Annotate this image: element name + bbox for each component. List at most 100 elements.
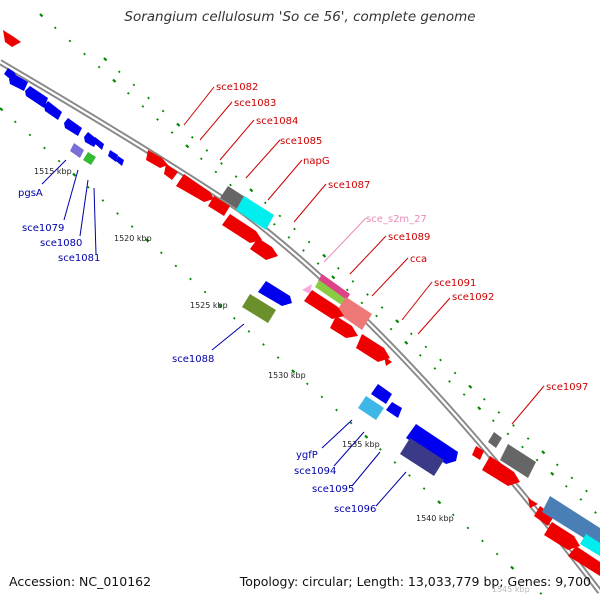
tick-dot	[336, 266, 340, 270]
tick-dot	[453, 371, 457, 375]
gene-ygfP-box[interactable]	[358, 396, 384, 420]
label-sce1081[interactable]: sce1081	[58, 253, 100, 264]
label-pgsA[interactable]: pgsA	[18, 188, 43, 199]
label-sce1083[interactable]: sce1083	[234, 98, 276, 109]
label-sce1079[interactable]: sce1079	[22, 223, 64, 234]
tick-dot	[156, 118, 159, 121]
forward-gene-arrow[interactable]	[544, 522, 580, 550]
tick-dot	[360, 301, 364, 305]
forward-strand-features	[3, 30, 600, 576]
reverse-gene-arrow[interactable]	[108, 150, 118, 162]
tick-dot	[380, 306, 384, 309]
tick-dot	[389, 327, 393, 331]
gene-cca-box[interactable]	[336, 297, 372, 330]
reverse-gene-arrow[interactable]	[116, 156, 124, 166]
kbp-tick-labels: 1515 kbp 1520 kbp 1525 kbp 1530 kbp 1535…	[34, 167, 530, 594]
gene-sce_s2m_27-marker[interactable]	[302, 284, 312, 294]
tick-dot	[521, 445, 524, 449]
forward-gene-arrow[interactable]	[568, 546, 600, 576]
tick-dot	[375, 314, 378, 318]
tick-dot	[422, 487, 426, 490]
label-sce1096[interactable]: sce1096	[334, 504, 376, 515]
tick-dot	[147, 96, 150, 100]
label-sce1097[interactable]: sce1097	[546, 382, 588, 393]
forward-gene-arrow[interactable]	[3, 30, 21, 47]
reverse-gene-arrow[interactable]	[258, 281, 292, 306]
gene-sce1082-arrow[interactable]	[146, 150, 168, 168]
gene-sce1097-box[interactable]	[488, 432, 502, 448]
gene-sce1084-arrow[interactable]	[176, 174, 214, 202]
forward-gene-arrow[interactable]	[330, 316, 358, 338]
gene-sce1087-arrow[interactable]	[222, 214, 262, 243]
tick-dot	[349, 421, 353, 425]
tick-dot	[43, 146, 46, 150]
reverse-gene-arrow[interactable]	[25, 86, 48, 108]
label-sce1084[interactable]: sce1084	[256, 116, 298, 127]
tick-label-1515: 1515 kbp	[34, 167, 72, 176]
label-sce1088[interactable]: sce1088	[172, 354, 214, 365]
tick-dot	[378, 447, 382, 451]
gene-sce1083-arrow[interactable]	[164, 164, 178, 180]
gene-pgsA-box[interactable]	[70, 143, 84, 158]
forward-gene-arrow[interactable]	[534, 506, 554, 526]
tick-dot	[307, 240, 311, 244]
label-sce1094[interactable]: sce1094	[294, 466, 336, 477]
tick-dot	[185, 144, 190, 149]
forward-gene-box[interactable]	[580, 534, 600, 556]
reverse-gene-arrow[interactable]	[386, 402, 402, 418]
reverse-gene-arrow[interactable]	[406, 424, 458, 464]
label-sce1091[interactable]: sce1091	[434, 278, 476, 289]
forward-gene-arrow[interactable]	[250, 238, 278, 260]
tick-dot	[468, 384, 473, 389]
reverse-gene-arrow[interactable]	[64, 118, 82, 136]
tick-dot	[409, 332, 413, 336]
forward-gene-box[interactable]	[500, 444, 536, 478]
forward-gene-arrow[interactable]	[472, 446, 484, 460]
tick-dot	[112, 78, 117, 83]
gene-sce1089-stripe[interactable]	[318, 274, 350, 301]
tick-dot	[117, 70, 121, 74]
label-sce1092[interactable]: sce1092	[452, 292, 494, 303]
forward-gene-labels: sce1082 sce1083 sce1084 sce1085 napG sce…	[216, 82, 588, 393]
tick-dot	[13, 120, 17, 124]
label-sce1089[interactable]: sce1089	[388, 232, 430, 243]
label-sce1082[interactable]: sce1082	[216, 82, 258, 93]
label-sce1080[interactable]: sce1080	[40, 238, 82, 249]
gene-sce1089-stripe2[interactable]	[315, 280, 347, 306]
reverse-gene-arrow[interactable]	[9, 74, 28, 91]
gene-sce1091-arrow[interactable]	[356, 334, 390, 362]
tick-dot	[145, 238, 150, 243]
gene-sce1079-box[interactable]	[83, 152, 96, 165]
gene-sce1096-box[interactable]	[400, 438, 444, 476]
label-cca[interactable]: cca	[410, 254, 427, 265]
tick-dot	[132, 83, 136, 87]
tick-dot	[550, 471, 555, 476]
reverse-gene-arrow[interactable]	[44, 101, 62, 120]
label-sce_s2m_27[interactable]: sce_s2m_27	[366, 214, 427, 225]
tick-dot	[57, 159, 61, 163]
gene-napG-box[interactable]	[236, 196, 274, 230]
tick-dot	[103, 57, 108, 62]
forward-gene-arrow[interactable]	[304, 290, 344, 319]
tick-dots	[0, 13, 597, 595]
label-sce1095[interactable]: sce1095	[312, 484, 354, 495]
label-napG[interactable]: napG	[303, 156, 330, 167]
label-ygfP[interactable]: ygfP	[296, 450, 318, 461]
tick-dot	[495, 552, 499, 556]
label-sce1085[interactable]: sce1085	[280, 136, 322, 147]
gene-sce1088-box[interactable]	[242, 294, 276, 323]
tick-dot	[316, 262, 320, 265]
forward-gene-arrow[interactable]	[208, 196, 230, 216]
forward-gene-arrow[interactable]	[528, 498, 538, 508]
tick-dot	[272, 222, 276, 226]
label-sce1087[interactable]: sce1087	[328, 180, 370, 191]
tick-dot	[539, 592, 543, 595]
reverse-gene-arrow[interactable]	[93, 137, 104, 150]
tick-dot	[579, 498, 583, 501]
gene-sce1092-arrow[interactable]	[384, 356, 392, 366]
reverse-gene-arrow[interactable]	[371, 384, 392, 404]
tick-dot	[541, 450, 546, 455]
forward-gene-arrow[interactable]	[482, 456, 520, 486]
tick-dot	[174, 264, 178, 268]
